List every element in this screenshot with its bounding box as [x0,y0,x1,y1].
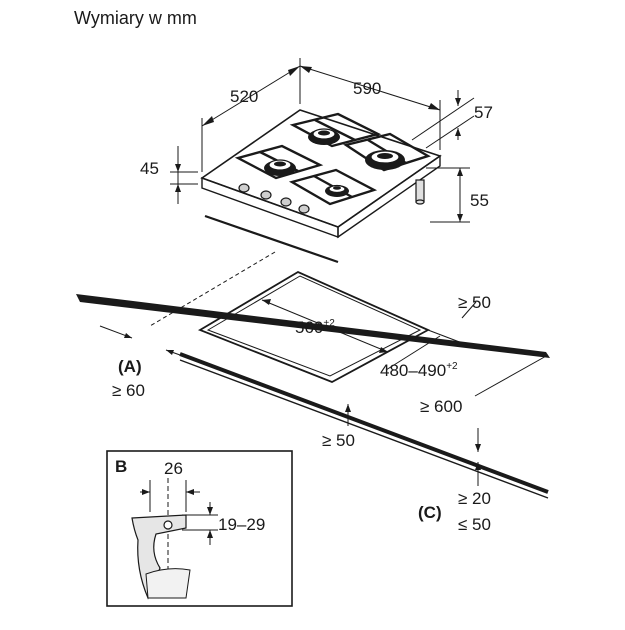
detail-b-box: B 26 19–29 [106,450,293,607]
burner-icon [264,159,296,176]
knob-icon [238,183,310,214]
front-clearance-label: ≥ 50 [322,431,355,450]
cutout-width-value: 560 [295,318,323,337]
detail-b-width-label: 26 [164,459,183,478]
glass-thickness-label: 45 [140,159,159,178]
countertop-depth-label: ≥ 600 [420,397,462,416]
side-clearance-label: ≥ 60 [112,381,145,400]
detail-b-label: B [115,457,127,476]
detail-b-range-label: 19–29 [218,515,265,534]
cutout-dimensions [99,299,549,486]
hob-drawing [200,109,442,239]
marker-a-label: (A) [118,357,142,376]
burner-icon [365,150,405,170]
cutout-width-label: 560+2 [295,318,335,337]
cutout-depth-value: 480–490 [380,361,446,380]
worktop-min-label: ≥ 20 [458,489,491,508]
gas-connector-icon [415,179,425,205]
diagram-title: Wymiary w mm [74,8,197,28]
hob-width-label: 590 [353,79,381,98]
burner-icon [325,184,349,197]
worktop-max-label: ≤ 50 [458,515,491,534]
countertop [76,214,550,499]
cutout-depth-label: 480–490+2 [380,361,458,380]
hob-depth-label: 520 [230,87,258,106]
total-height-label: 55 [470,191,489,210]
burner-icon [308,128,340,145]
hob-height-right-label: 57 [474,103,493,122]
screw-icon [163,520,173,530]
cutout-depth-tolerance: +2 [446,361,458,372]
back-clearance-label: ≥ 50 [458,293,491,312]
cutout-width-tolerance: +2 [323,318,335,329]
marker-c-label: (C) [418,503,442,522]
hob-dimensions [170,58,475,223]
